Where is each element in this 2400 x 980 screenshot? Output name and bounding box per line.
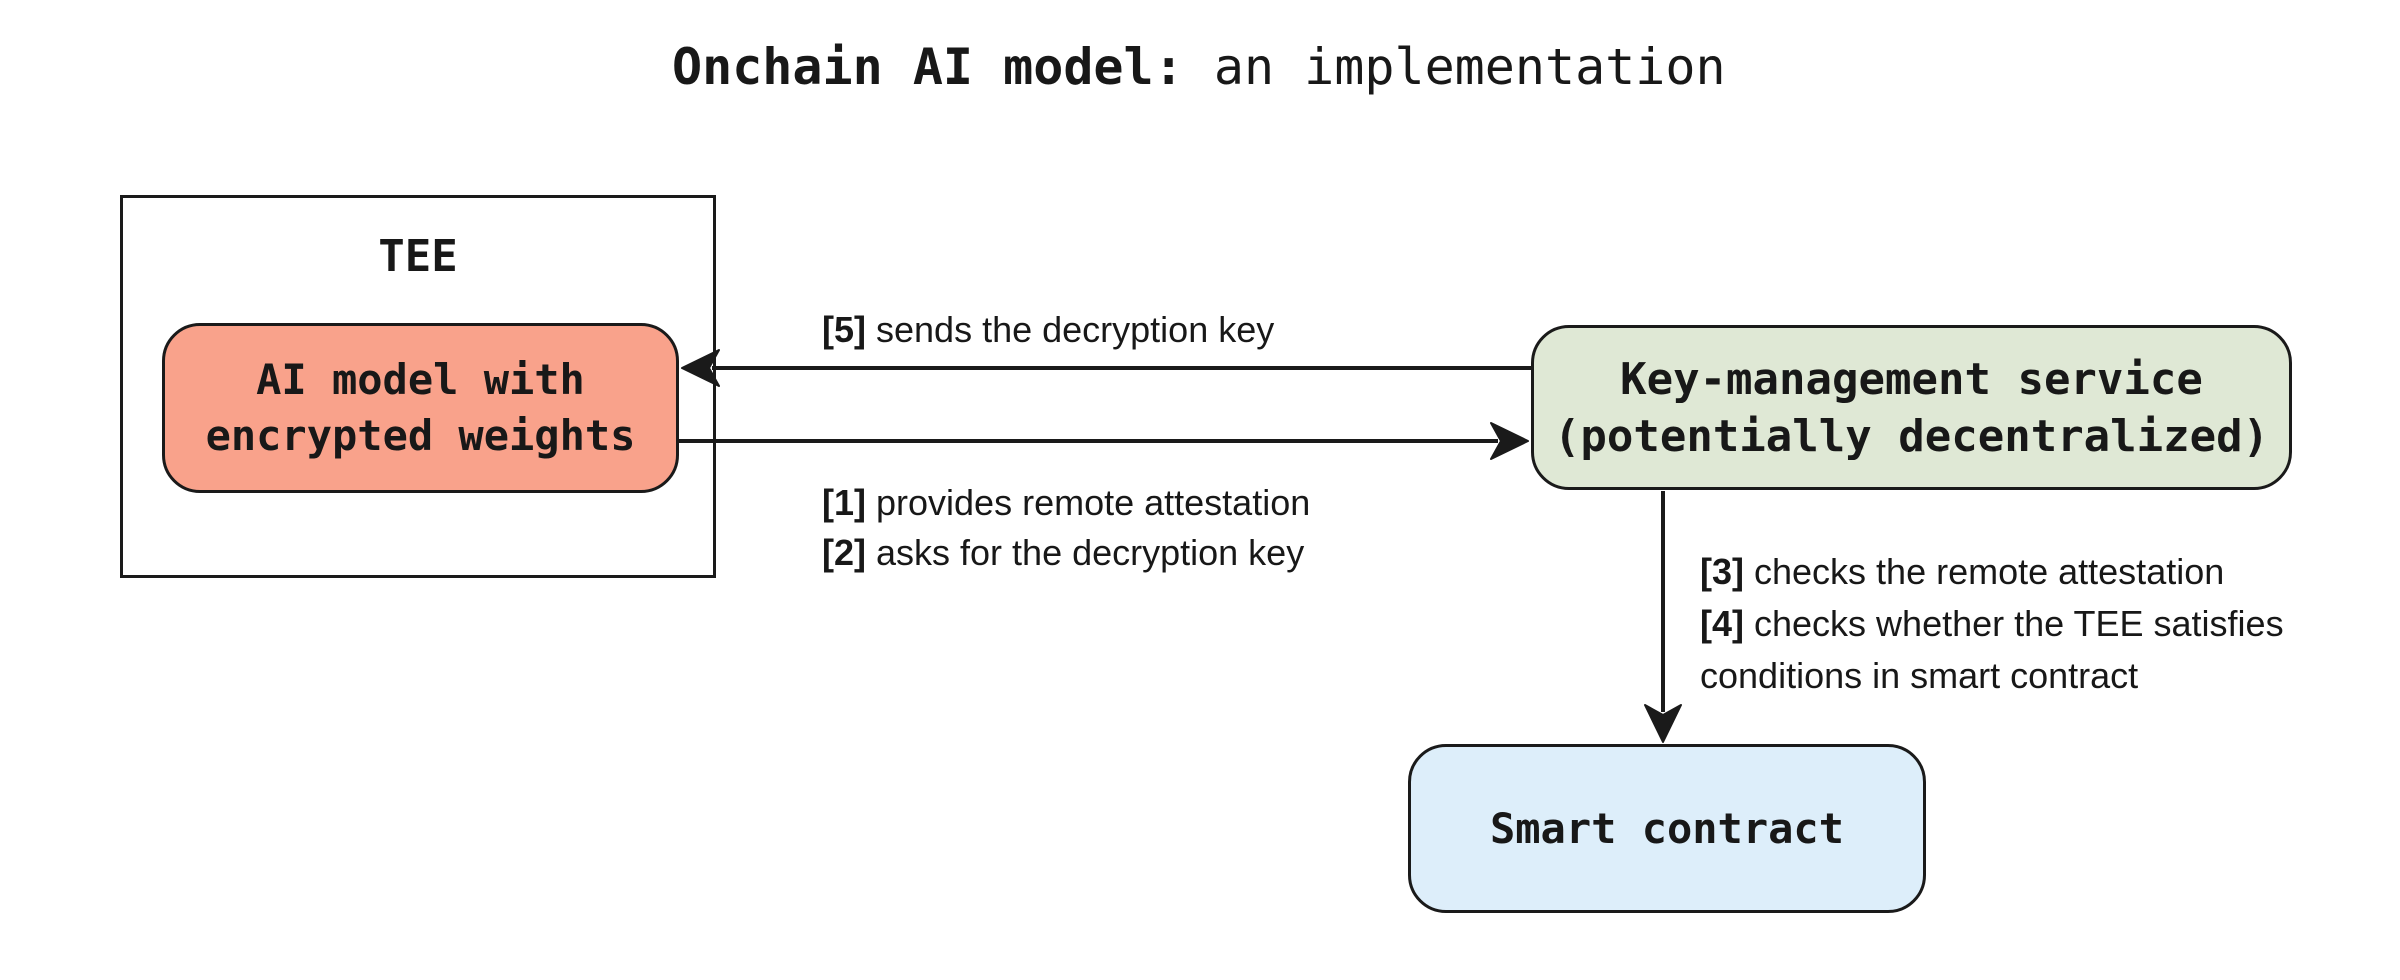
node-kms-line2: (potentially decentralized) bbox=[1553, 410, 2270, 462]
node-ai-model-line1: AI model with bbox=[256, 355, 585, 404]
edge-label-attestation-request: [1] provides remote attestation [2] asks… bbox=[822, 478, 1310, 578]
tee-label: TEE bbox=[378, 231, 458, 282]
edge-label-line: [1] provides remote attestation bbox=[822, 482, 1311, 523]
node-smart-contract: Smart contract bbox=[1408, 744, 1926, 913]
edge-label-checks: [3] checks the remote attestation [4] ch… bbox=[1700, 546, 2284, 702]
edge-label-line: [3] checks the remote attestation bbox=[1700, 551, 2225, 592]
edge-label-line: conditions in smart contract bbox=[1700, 655, 2139, 696]
arrow-ai-to-kms bbox=[679, 422, 1529, 460]
page-title-regular: an implementation bbox=[1183, 38, 1726, 96]
node-smart-contract-label: Smart contract bbox=[1489, 803, 1844, 853]
edge-label-send-key: [5] sends the decryption key bbox=[822, 308, 1274, 352]
edge-label-line: [5] sends the decryption key bbox=[822, 309, 1275, 350]
arrow-kms-to-contract bbox=[1644, 491, 1682, 743]
arrow-kms-to-ai bbox=[681, 349, 1531, 387]
page-title: Onchain AI model: an implementation bbox=[672, 42, 1726, 92]
page-title-bold: Onchain AI model: bbox=[672, 38, 1184, 96]
node-ai-model: AI model with encrypted weights bbox=[162, 323, 679, 493]
edge-label-line: [4] checks whether the TEE satisfies bbox=[1700, 603, 2284, 644]
node-kms-line1: Key-management service bbox=[1620, 353, 2203, 405]
edge-label-line: [2] asks for the decryption key bbox=[822, 532, 1305, 573]
node-key-management-service: Key-management service (potentially dece… bbox=[1531, 325, 2292, 490]
node-ai-model-line2: encrypted weights bbox=[205, 411, 636, 460]
